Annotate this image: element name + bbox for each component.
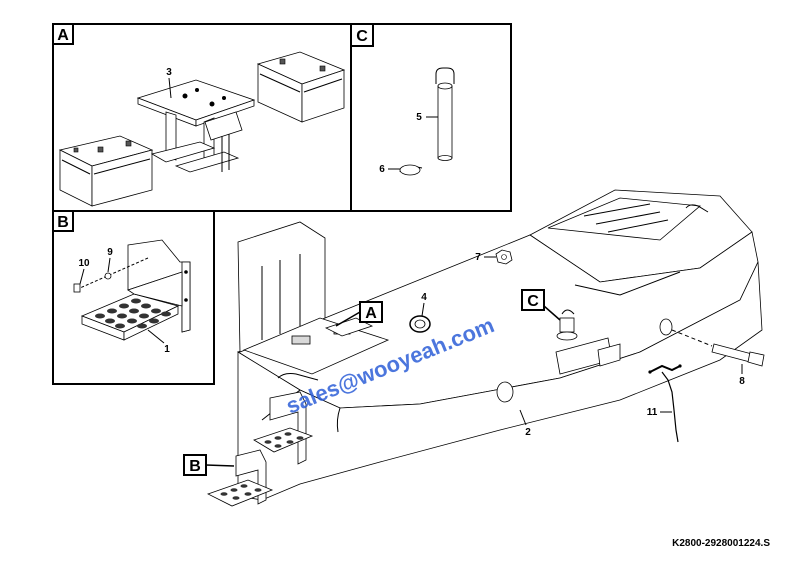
part-label-9: 9 xyxy=(107,247,113,258)
part-label-5: 5 xyxy=(416,112,422,123)
detail-panel-a: A xyxy=(52,23,352,212)
part-label-2: 2 xyxy=(525,427,531,438)
pin-part-5 xyxy=(435,67,455,161)
panel-c-title: C xyxy=(356,28,368,45)
panel-a-title: A xyxy=(57,27,69,44)
bolt-part-8 xyxy=(711,343,765,367)
step-assembly-part-1 xyxy=(80,239,191,341)
callout-a: A xyxy=(335,301,383,327)
callout-c: C xyxy=(521,289,561,321)
part-label-3: 3 xyxy=(166,67,172,78)
battery-bracket xyxy=(136,79,256,173)
ring-part-4 xyxy=(409,315,431,333)
svg-text:C: C xyxy=(527,293,539,310)
battery-left xyxy=(58,135,154,207)
part-label-1: 1 xyxy=(164,344,170,355)
nut-part-7 xyxy=(495,249,513,265)
part-label-7: 7 xyxy=(475,252,481,263)
part-label-4: 4 xyxy=(421,292,427,303)
part-label-6: 6 xyxy=(379,164,385,175)
drawing-reference: K2800-2928001224.S xyxy=(672,538,770,549)
svg-text:A: A xyxy=(365,305,377,322)
lock-pin-part-6 xyxy=(399,164,423,176)
battery-right xyxy=(256,51,346,123)
svg-text:B: B xyxy=(189,458,201,475)
detail-panel-b: B 10 9 1 xyxy=(52,210,215,385)
part-label-10: 10 xyxy=(78,258,90,269)
part-label-8: 8 xyxy=(739,376,745,387)
main-frame-assembly xyxy=(206,189,763,507)
callout-b: B xyxy=(183,454,235,476)
detail-panel-c: C 5 6 xyxy=(350,23,512,212)
part-label-11: 11 xyxy=(647,407,658,418)
harness-part-11 xyxy=(648,364,682,443)
panel-b-title: B xyxy=(57,214,69,231)
